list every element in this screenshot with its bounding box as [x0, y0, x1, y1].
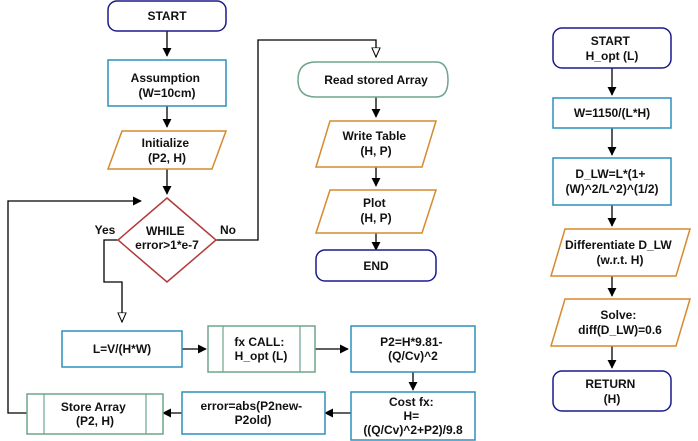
- assumption-box: [107, 59, 227, 107]
- initialize-io: [106, 130, 228, 170]
- end-terminal: [315, 249, 437, 282]
- write-table-label: Write Table (H, P): [343, 125, 410, 158]
- store-array-box: [26, 393, 164, 435]
- shapes: [26, 0, 692, 441]
- solve-io: [549, 298, 692, 347]
- store-array-label: Store Array (P2, H): [61, 396, 129, 428]
- w-eq-box: [552, 97, 672, 129]
- dlw-eq-label: D_LW=L*(1+ (W)^2/L^2)^(1/2): [565, 163, 658, 196]
- edge-while-no-to-read: [216, 39, 376, 241]
- plot-io: [314, 189, 438, 234]
- yes-label: Yes: [95, 223, 116, 237]
- cost-fx-label: Cost fx: H= ((Q/Cv)^2+P2)/9.8: [363, 391, 463, 437]
- return-label: RETURN (H): [585, 373, 638, 406]
- while-label: WHILE error>1*e-7: [135, 220, 199, 252]
- dlw-eq-box: [552, 157, 672, 206]
- plot-label: Plot (H, P): [360, 192, 391, 225]
- initialize-label: Initialize (P2, H): [142, 132, 193, 165]
- start-terminal: [107, 0, 227, 32]
- end-label: END: [363, 259, 389, 273]
- fx-call-label: fx CALL: H_opt (L): [234, 331, 287, 363]
- write-table-io: [314, 120, 438, 168]
- w-eq-label: W=1150/(L*H): [574, 106, 650, 120]
- return-terminal: [552, 370, 672, 412]
- no-label: No: [220, 223, 236, 237]
- assumption-label: Assumption (W=10cm): [131, 67, 204, 100]
- differentiate-io: [549, 228, 692, 277]
- labels: START Assumption (W=10cm) Initialize (P2…: [61, 9, 675, 437]
- edge-store-loop-to-while: [7, 196, 142, 414]
- differentiate-label: Differentiate D_LW (w.r.t. H): [565, 234, 675, 267]
- cost-fx-box: [350, 391, 476, 441]
- while-decision: [116, 197, 218, 283]
- error-eq-box: [181, 391, 326, 435]
- read-array-label: Read stored Array: [324, 73, 428, 87]
- edge-while-yes-to-l: [103, 239, 122, 322]
- p2-eq-label: P2=H*9.81- (Q/Cv)^2: [380, 331, 446, 363]
- hopt-start-terminal: [552, 27, 672, 69]
- hopt-start-label: START H_opt (L): [586, 30, 639, 63]
- start-label: START: [147, 9, 187, 23]
- read-array-display: [297, 61, 449, 98]
- fx-call-subprocess: [207, 325, 316, 373]
- l-eq-label: L=V/(H*W): [93, 342, 151, 356]
- error-eq-label: error=abs(P2new- P2old): [200, 395, 305, 427]
- p2-eq-box: [350, 325, 476, 373]
- l-eq-box: [61, 330, 183, 368]
- edges: [7, 31, 617, 418]
- solve-label: Solve: diff(D_LW)=0.6: [578, 304, 662, 337]
